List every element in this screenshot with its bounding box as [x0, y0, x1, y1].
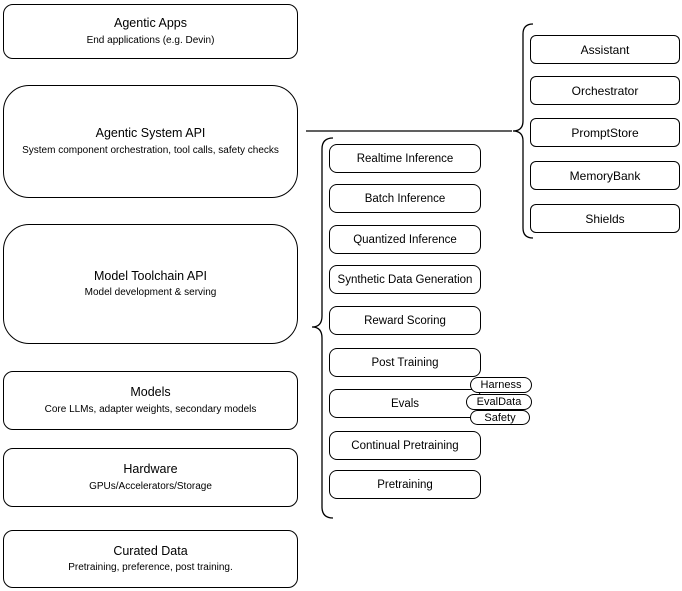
eval-tag-evaldata: EvalData: [466, 394, 532, 410]
node-label: Reward Scoring: [364, 314, 446, 327]
pill-label: Harness: [480, 379, 522, 391]
toolchain-group-brace: [311, 137, 334, 519]
node-label: Pretraining: [377, 478, 433, 491]
pill-label: EvalData: [476, 396, 522, 408]
toolchain-item-pretraining: Pretraining: [329, 470, 481, 499]
layer-subtitle: End applications (e.g. Devin): [86, 34, 215, 46]
node-label: Evals: [390, 397, 420, 410]
layer-hardware: Hardware GPUs/Accelerators/Storage: [3, 448, 298, 507]
system-item-orchestrator: Orchestrator: [530, 76, 680, 105]
node-label: Shields: [585, 211, 625, 226]
node-label: Batch Inference: [364, 192, 446, 205]
node-label: Assistant: [580, 42, 630, 57]
system-group-brace: [512, 23, 534, 239]
toolchain-item-realtime-inference: Realtime Inference: [329, 144, 481, 173]
toolchain-item-reward-scoring: Reward Scoring: [329, 306, 481, 335]
toolchain-item-post-training: Post Training: [329, 348, 481, 377]
layer-subtitle: System component orchestration, tool cal…: [22, 144, 279, 156]
layer-title: Hardware: [123, 462, 178, 477]
node-label: Post Training: [371, 356, 439, 369]
system-item-memorybank: MemoryBank: [530, 161, 680, 190]
toolchain-item-batch-inference: Batch Inference: [329, 184, 481, 213]
layer-subtitle: Pretraining, preference, post training.: [68, 562, 233, 574]
layer-subtitle: GPUs/Accelerators/Storage: [89, 480, 212, 492]
toolchain-item-synthetic-data-generation: Synthetic Data Generation: [329, 265, 481, 294]
node-label: PromptStore: [571, 125, 639, 140]
system-item-shields: Shields: [530, 204, 680, 233]
layer-curated-data: Curated Data Pretraining, preference, po…: [3, 530, 298, 588]
node-label: Synthetic Data Generation: [337, 273, 473, 286]
node-label: Orchestrator: [571, 83, 639, 98]
toolchain-item-quantized-inference: Quantized Inference: [329, 225, 481, 254]
layer-subtitle: Core LLMs, adapter weights, secondary mo…: [44, 403, 257, 415]
layer-title: Model Toolchain API: [93, 268, 208, 283]
layer-agentic-system-api: Agentic System API System component orch…: [3, 85, 298, 198]
layer-models: Models Core LLMs, adapter weights, secon…: [3, 371, 298, 430]
layer-title: Agentic System API: [95, 126, 206, 141]
eval-tag-harness: Harness: [470, 377, 532, 393]
eval-tag-safety: Safety: [470, 410, 530, 425]
pill-label: Safety: [484, 411, 516, 424]
layer-subtitle: Model development & serving: [84, 287, 217, 299]
system-item-promptstore: PromptStore: [530, 118, 680, 147]
node-label: Continual Pretraining: [351, 439, 459, 452]
system-item-assistant: Assistant: [530, 35, 680, 64]
layer-title: Agentic Apps: [114, 16, 187, 31]
layer-title: Curated Data: [113, 543, 188, 558]
layer-title: Models: [130, 385, 171, 400]
toolchain-item-evals: Evals: [329, 389, 481, 418]
layer-model-toolchain-api: Model Toolchain API Model development & …: [3, 224, 298, 344]
node-label: Quantized Inference: [353, 233, 457, 246]
layer-agentic-apps: Agentic Apps End applications (e.g. Devi…: [3, 4, 298, 59]
node-label: MemoryBank: [569, 168, 641, 183]
toolchain-item-continual-pretraining: Continual Pretraining: [329, 431, 481, 460]
node-label: Realtime Inference: [356, 152, 454, 165]
